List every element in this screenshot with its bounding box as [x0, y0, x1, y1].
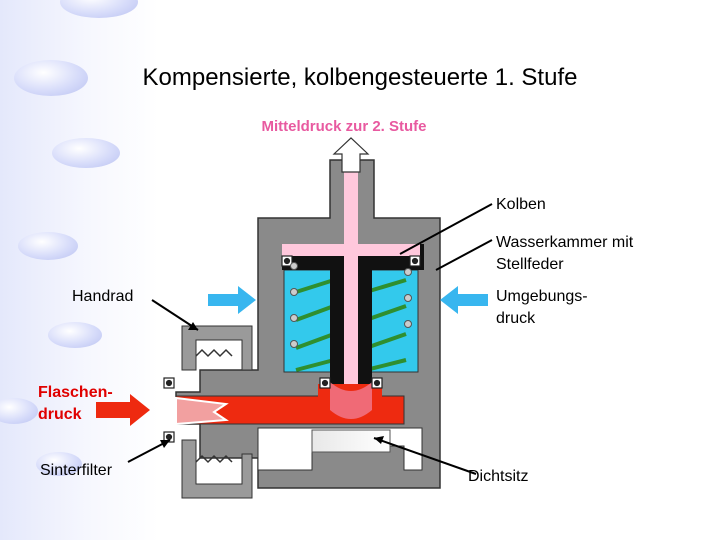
outlet-arrow-icon: [332, 137, 370, 173]
spring-icon: [295, 278, 407, 372]
handwheel-lower: [181, 439, 253, 499]
label-wasserkammer: Wasserkammer mit Stellfeder: [496, 234, 634, 273]
ambient-arrow-left-icon: [208, 286, 256, 314]
handwheel-upper: [181, 325, 253, 371]
background-bubble: [52, 138, 120, 168]
background-bubble: [14, 60, 88, 96]
label-handrad: Handrad: [72, 288, 134, 305]
background-bubble: [48, 322, 102, 348]
background-bubble: [60, 0, 138, 18]
outlet-label: Mitteldruck zur 2. Stufe: [261, 118, 427, 135]
label-flaschendruck: Flaschen- druck: [38, 384, 113, 423]
label-sinterfilter: Sinterfilter: [40, 462, 113, 479]
background-bubble: [0, 398, 38, 424]
sinterfilter: [175, 396, 229, 426]
background-bubble: [36, 452, 82, 476]
o-ring-icon: [163, 255, 421, 443]
valve-seat: [311, 429, 391, 453]
label-dichtsitz: Dichtsitz: [468, 468, 529, 485]
label-umgebungsdruck: Umgebungs- druck: [496, 288, 588, 327]
inlet-arrow-icon: [96, 394, 150, 426]
background-bubble: [18, 232, 78, 260]
slide-title: Kompensierte, kolbengesteuerte 1. Stufe: [142, 64, 578, 91]
ambient-arrow-right-icon: [440, 286, 488, 314]
piston-kolben: [282, 168, 420, 398]
label-kolben: Kolben: [496, 196, 546, 213]
